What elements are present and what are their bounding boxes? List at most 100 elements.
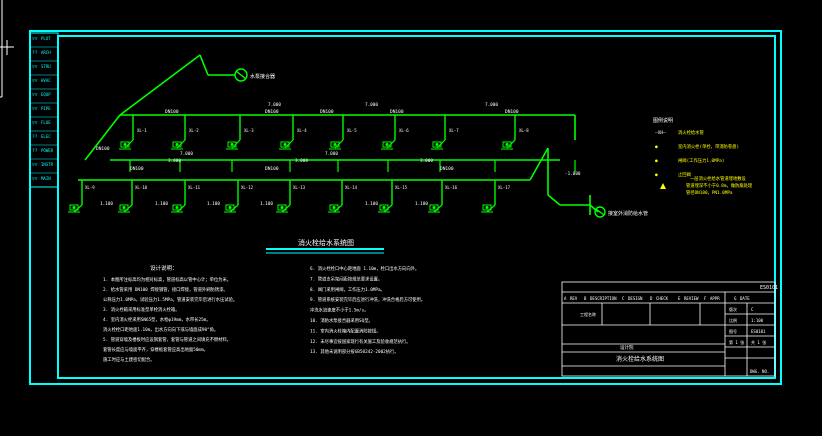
layer-marks: ?? (32, 134, 38, 140)
tb-code: B (584, 296, 587, 301)
layer-marks: ?? (32, 148, 38, 154)
tb-right-label: 比例 (729, 317, 737, 323)
tb-code: F (704, 296, 707, 301)
hydrant-icon (171, 204, 183, 213)
drawing-number: ES0101 (760, 285, 778, 291)
legend-item: ●室内消火栓(单栓，带消防卷盘) (655, 143, 739, 150)
elevation-label: 1.100 (100, 201, 113, 207)
hydrant-icon (171, 141, 183, 150)
layer-label: MAIN (41, 176, 51, 181)
hydrant-icon (226, 141, 238, 150)
tb-header-cell: REV (570, 296, 578, 301)
layer-label: HVAC (41, 78, 51, 83)
hydrant-icon (428, 204, 440, 213)
tb-right-value: C (751, 307, 754, 312)
layer-label: ARCH (41, 50, 51, 55)
layer-marks: ▽▽ (32, 37, 38, 42)
layer-marks: ▽▽ (32, 79, 38, 84)
legend-symbol: ● (655, 173, 658, 178)
hydrant-tag: XL-12 (241, 185, 254, 190)
tb-header-cell: DESCRIPTION (590, 296, 617, 301)
layer-label: FLUE (41, 120, 51, 125)
layer-item-main[interactable]: ▽▽MAIN (30, 176, 58, 188)
note-line: 3. 消火栓箱采用标准型单栓消火栓箱。 (103, 306, 180, 313)
tb-right-value: 共 1 张 (751, 339, 766, 345)
title-block-drawing-title: 消火栓给水系统图 (616, 355, 664, 363)
elevation-label: 3.000 (168, 158, 181, 164)
hydrant-icon (224, 204, 236, 213)
note-line: 公称压力1.0MPa，试验压力1.5MPa，管道安装完毕后进行水压试验。 (103, 296, 237, 303)
title-block (561, 281, 776, 377)
layer-label: INSTR (41, 162, 54, 167)
pump-icon-lower (594, 206, 606, 218)
layer-marks: ▽▽ (32, 65, 38, 70)
hydrant-icon (378, 204, 390, 213)
layer-item-equp[interactable]: ▽▽EQUP (30, 92, 58, 104)
pipe-system (78, 54, 599, 215)
legend-item: ● 止回阀 (655, 171, 691, 178)
elevation-label: 3.000 (295, 158, 308, 164)
note-line: 套管长度应与墙面平齐，穿楼板套管应高出地面50mm。 (103, 346, 208, 353)
pipe-size-label: DN100 (130, 166, 144, 172)
hydrant-tag: XL-7 (449, 128, 459, 133)
pipe-branches (73, 115, 576, 213)
legend-text: 止回阀 (678, 171, 691, 178)
elevation-label: 7.000 (180, 151, 193, 157)
tb-header-cell: DATE (740, 296, 750, 301)
layer-item-plot[interactable]: ▽▽PLOT (30, 36, 58, 48)
tb-code: E (678, 296, 681, 301)
layer-item-elec[interactable]: ??ELEC (30, 134, 58, 146)
note-line: 4. 室内消火栓采用SN65型，水枪φ19mm，水带长25m。 (103, 316, 211, 323)
layer-item-flue[interactable]: ▽▽FLUE (30, 120, 58, 132)
tb-right-label: 第 1 张 (729, 339, 744, 345)
layer-marks: ▽▽ (32, 107, 38, 112)
notes-heading: 设计说明： (150, 264, 178, 272)
pump-icon-upper (234, 68, 248, 82)
inner-frame (57, 35, 776, 379)
layer-marks: ?? (32, 50, 38, 56)
pipe-size-label: DN100 (390, 109, 404, 115)
layer-item-power[interactable]: ??POWER (30, 148, 58, 160)
layer-item-hvac[interactable]: ▽▽HVAC (30, 78, 58, 90)
layer-item-instr[interactable]: ▽▽INSTR (30, 162, 58, 174)
legend: 图例说明 —XH—消火栓给水管●室内消火栓(单栓，带消防卷盘)●闸阀(工作压力1… (653, 117, 753, 196)
crosshair-cursor (0, 0, 14, 98)
hydrant-tag: XL-3 (244, 128, 254, 133)
layer-label: ELEC (41, 134, 51, 139)
note-line: 8. 阀门采用闸阀，工作压力1.0MPa。 (310, 286, 385, 293)
pump-label: 水泵接合器 (250, 73, 275, 80)
note-line: 7. 管道支吊架间距按规范要求设置。 (310, 275, 382, 282)
layer-marks: ▽▽ (32, 163, 38, 168)
hydrant-icon (328, 204, 340, 213)
tb-right-label: 版次 (729, 306, 737, 312)
note-line: 2. 给水管采用 DN100 焊接钢管，接口焊接，管道外刷防锈漆。 (103, 286, 228, 293)
project-name: 工程名称 (580, 311, 596, 317)
hydrant-tag: XL-10 (135, 185, 148, 190)
layer-item-stru[interactable]: ▽▽STRU (30, 64, 58, 76)
layer-item-pipe[interactable]: ▽▽PIPE (30, 106, 58, 118)
tb-header-cell: CHECK (656, 296, 669, 301)
layer-item-arch[interactable]: ??ARCH (30, 50, 58, 62)
pipe-size-label: DN100 (165, 109, 179, 115)
legend-note-1: 一层消火栓给水管道埋地敷设 (690, 175, 747, 182)
note-line: 冲洗水流速度不小于1.5m/s。 (310, 307, 369, 314)
legend-text: 消火栓给水管 (678, 129, 704, 136)
notes-left-column: 1. 本图所注标高均为相对标高，管道标高以管中心计；单位为米。2. 给水管采用 … (103, 276, 237, 363)
tb-header-cell: DESIGN (628, 296, 643, 301)
tb-code: C (622, 296, 625, 301)
legend-item: ●闸阀(工作压力1.0MPa) (655, 157, 724, 164)
pipe-size-label: DN100 (440, 166, 454, 172)
layer-label: STRU (41, 64, 51, 69)
tb-header-cell: APPR (710, 296, 720, 301)
note-line: 消火栓栓口距地面1.10m，出水方向向下或与墙面成90°角。 (103, 326, 218, 333)
layer-label: POWER (41, 148, 54, 153)
hydrant-icon (431, 141, 443, 150)
elevation-label: 1.100 (365, 201, 378, 207)
hydrant-tag: XL-13 (293, 185, 306, 190)
elevation-label: 1.100 (415, 201, 428, 207)
hydrant-tag: XL-11 (188, 185, 201, 190)
legend-note-2: 管道埋深不小于0.8m，做防腐处理 (686, 182, 753, 189)
legend-symbol: —XH— (655, 130, 666, 136)
